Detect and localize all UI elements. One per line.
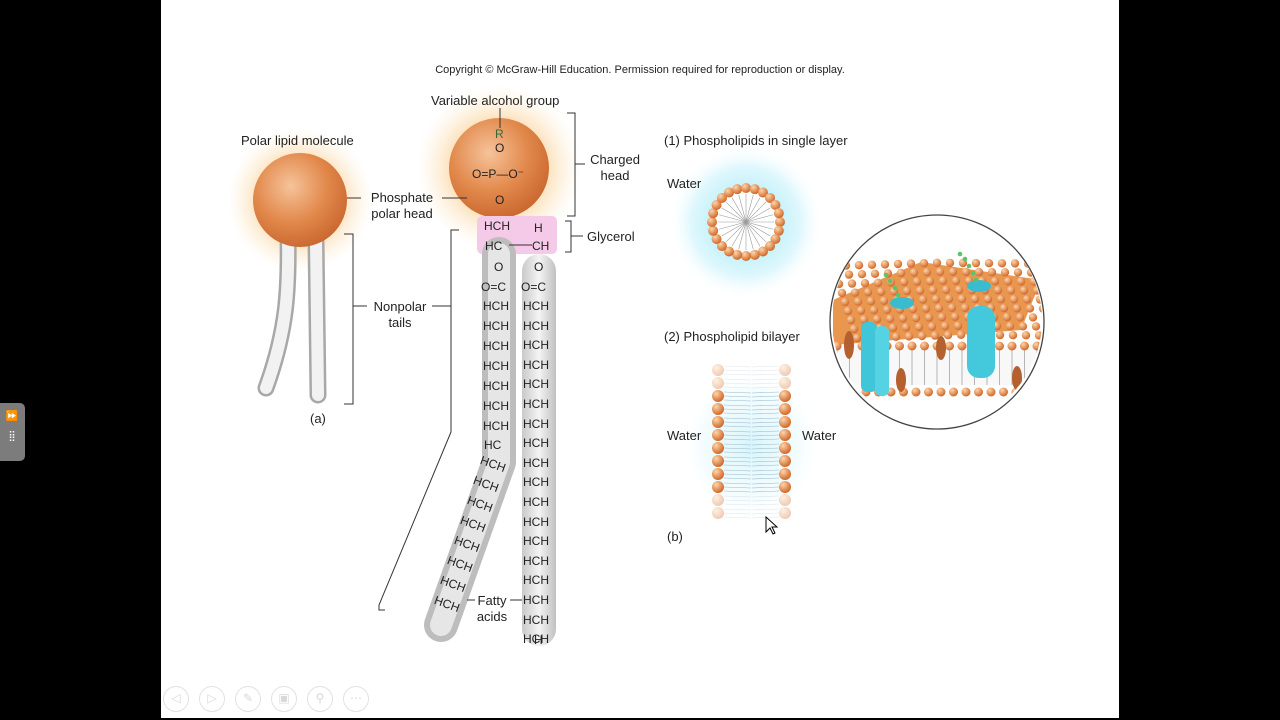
formula-hch-right: HCH bbox=[523, 593, 549, 607]
charged-label: Charged bbox=[590, 152, 640, 167]
polar-lipid-molecule bbox=[228, 128, 372, 404]
formula-o-top: O bbox=[495, 141, 505, 155]
formula-hch-right: HCH bbox=[523, 495, 549, 509]
panel-b-label: (b) bbox=[667, 529, 683, 544]
water-single-label: Water bbox=[667, 176, 702, 191]
water-left-label: Water bbox=[667, 428, 702, 443]
detailed-phospholipid bbox=[417, 86, 581, 646]
formula-hch-left: HCH bbox=[483, 319, 509, 333]
formula-hch-right: HCH bbox=[523, 514, 549, 529]
formula-hch-left: HCH bbox=[483, 419, 509, 433]
formula-hch-right: HCH bbox=[523, 612, 549, 627]
formula-ester-o-left: O bbox=[494, 260, 504, 274]
phosphate-head bbox=[253, 153, 347, 247]
formula-hch-right: HCH bbox=[523, 475, 549, 490]
zoom-icon[interactable]: ⚲ bbox=[307, 686, 333, 712]
bilayer bbox=[681, 364, 821, 520]
tails-label: tails bbox=[388, 315, 412, 330]
fatty-label: Fatty bbox=[477, 593, 507, 608]
formula-hch-left: HCH bbox=[483, 399, 509, 413]
single-layer-title: (1) Phospholipids in single layer bbox=[664, 133, 848, 148]
panel-a-label: (a) bbox=[310, 411, 326, 426]
presentation-side-tab[interactable]: ⏩ ⣿ bbox=[0, 403, 25, 461]
formula-hch-right: HCH bbox=[523, 397, 549, 411]
formula-ester-o-right: O bbox=[534, 260, 544, 274]
formula-glycerol-top: HCH bbox=[484, 219, 510, 233]
slide: Copyright © McGraw-Hill Education. Permi… bbox=[161, 0, 1119, 718]
formula-glycerol-left: HC bbox=[485, 239, 503, 253]
formula-hch-right: HCH bbox=[523, 436, 549, 451]
polar-lipid-molecule-label: Polar lipid molecule bbox=[241, 133, 354, 148]
formula-o-bottom: O bbox=[495, 193, 505, 207]
formula-glycerol-h: H bbox=[534, 221, 543, 235]
fast-forward-icon: ⏩ bbox=[5, 411, 19, 422]
acids-label: acids bbox=[476, 609, 508, 624]
micelle bbox=[668, 144, 824, 300]
formula-phosphate: O=P—O⁻ bbox=[472, 167, 525, 181]
polar-head-label: polar head bbox=[371, 206, 433, 221]
copyright-notice: Copyright © McGraw-Hill Education. Permi… bbox=[435, 64, 845, 76]
back-icon[interactable]: ◁ bbox=[163, 686, 189, 712]
formula-hch-right: HCH bbox=[523, 299, 549, 313]
pen-icon[interactable]: ✎ bbox=[235, 686, 261, 712]
phosphate-label: Phosphate bbox=[370, 190, 434, 205]
r-group-label: R bbox=[495, 127, 504, 141]
formula-hch-right: HCH bbox=[523, 338, 549, 353]
formula-hch-right: HCH bbox=[523, 553, 549, 568]
formula-hch-right: HCH bbox=[523, 416, 549, 431]
right-fatty-acid-tail bbox=[522, 254, 556, 646]
formula-hch-right: HCH bbox=[523, 455, 549, 470]
mouse-cursor-icon bbox=[765, 516, 779, 535]
formula-carbonyl-left: O=C bbox=[481, 280, 507, 294]
formula-hch-right: HCH bbox=[523, 632, 549, 647]
formula-hch-right: HCH bbox=[523, 573, 549, 588]
formula-hch-left: HCH bbox=[483, 339, 509, 353]
formula-hch-left: HCH bbox=[483, 299, 509, 313]
head-label: head bbox=[600, 168, 630, 183]
phospholipid-diagram bbox=[228, 86, 1045, 646]
grid-icon: ⣿ bbox=[8, 431, 16, 442]
formula-hch-left: HCH bbox=[483, 379, 509, 393]
membrane-illustration bbox=[829, 214, 1045, 430]
formula-h-terminal: H bbox=[534, 633, 543, 647]
formula-hch-left: HCH bbox=[483, 359, 509, 373]
formula-hc: HC bbox=[484, 438, 502, 452]
nonpolar-label: Nonpolar bbox=[373, 299, 427, 314]
water-right-label: Water bbox=[802, 428, 837, 443]
formula-hch-right: HCH bbox=[523, 318, 549, 333]
slides-icon[interactable]: ▣ bbox=[271, 686, 297, 712]
bilayer-title: (2) Phospholipid bilayer bbox=[664, 329, 800, 344]
forward-icon[interactable]: ▷ bbox=[199, 686, 225, 712]
formula-glycerol-right: CH bbox=[532, 239, 550, 253]
formula-hch-right: HCH bbox=[523, 534, 549, 549]
formula-hch-right: HCH bbox=[523, 377, 549, 392]
more-icon[interactable]: ⋯ bbox=[343, 686, 369, 712]
glycerol-label: Glycerol bbox=[587, 229, 635, 244]
variable-alcohol-group-label: Variable alcohol group bbox=[431, 93, 560, 108]
formula-carbonyl-right: O=C bbox=[521, 280, 547, 294]
formula-hch-right: HCH bbox=[523, 357, 549, 372]
